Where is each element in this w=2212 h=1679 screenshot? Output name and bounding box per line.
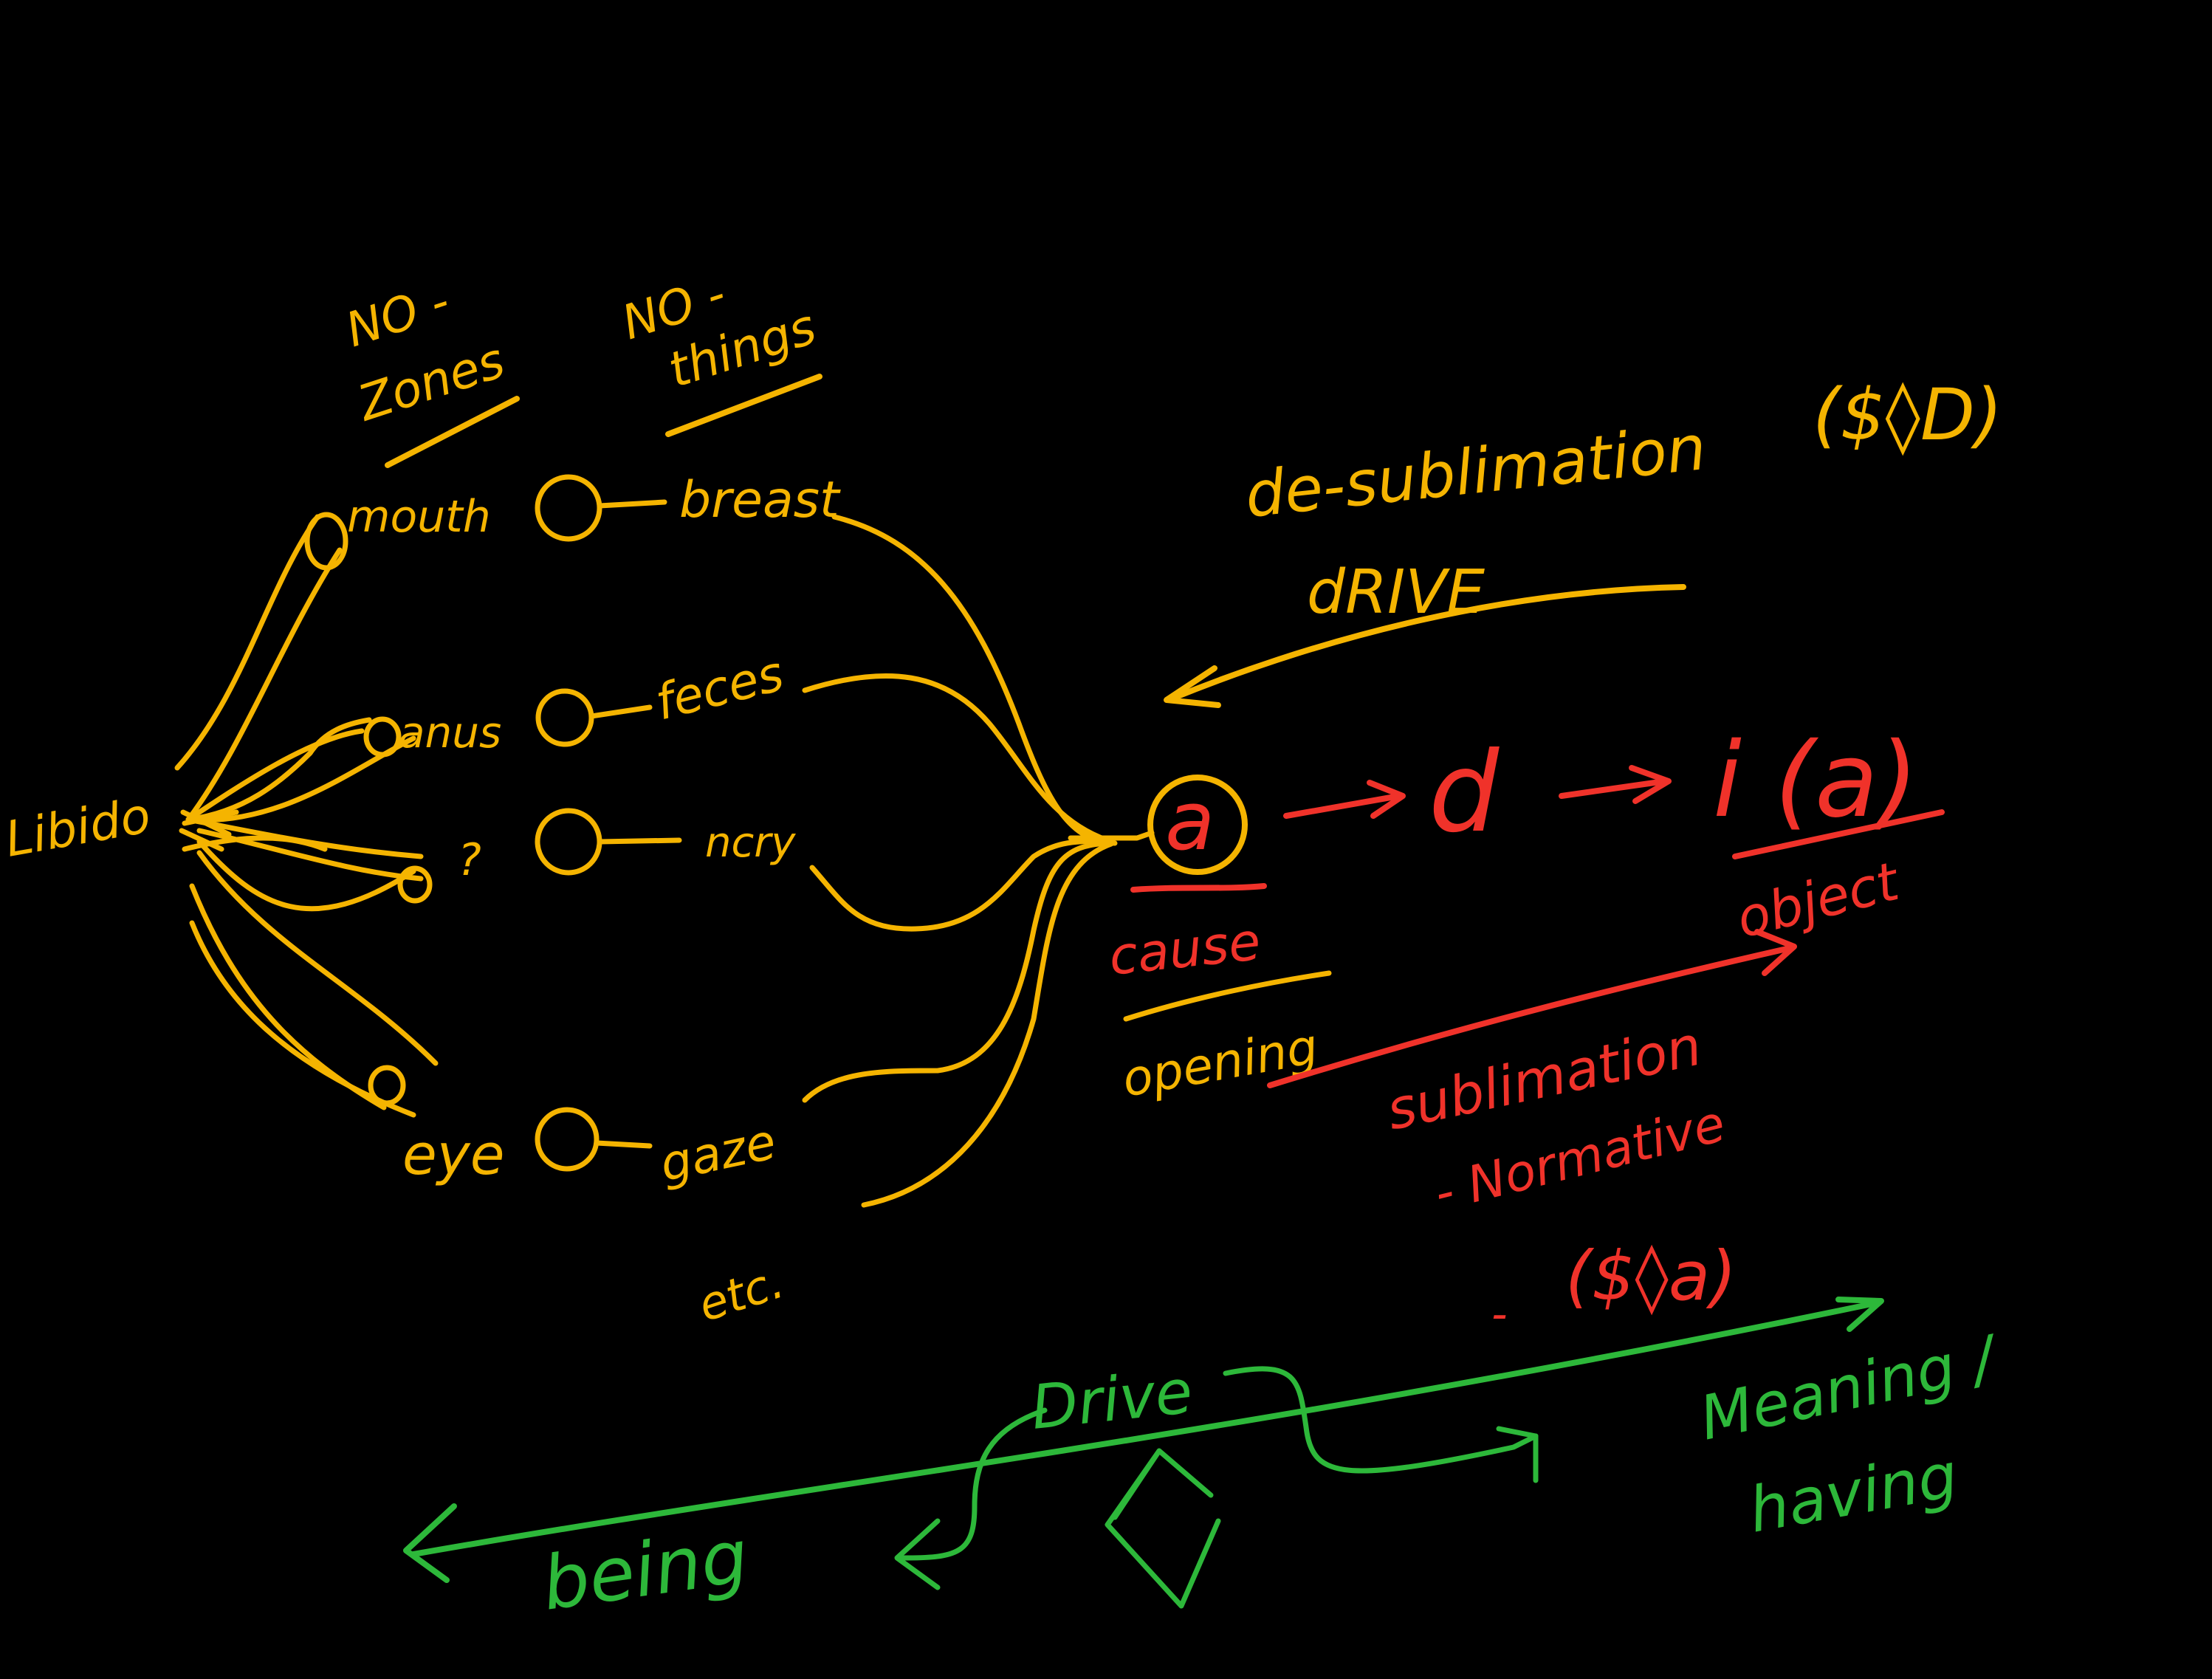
d-to-ia-arrow [1559,778,1668,799]
a-circle [1147,775,1248,875]
ia-label: i (a) [1713,721,1918,841]
ncry-label: ncry [705,819,796,867]
question-zone-circle [397,865,433,904]
red-layer: a cause d i (a) object sublimation - Nor… [1106,721,1945,1340]
etc-label: etc. [692,1254,790,1332]
question-hole-circle [535,808,602,876]
eye-connector [594,1140,653,1149]
d-label: d [1429,729,1500,857]
question-label: ? [458,834,481,886]
normative-dash: - [1491,1288,1508,1340]
object-strands [802,514,1155,1208]
gaze-label: gaze [655,1113,780,1193]
anus-hole-circle [535,688,594,747]
ia-underline [1732,809,1945,859]
green-layer: Drive being Meaning / having [403,1297,2005,1627]
drive-curve-right-arrowhead [1496,1426,1539,1483]
sublimation-arrowhead [1754,929,1797,976]
anus-connector [588,704,653,719]
a-to-d-arrowhead [1367,780,1406,819]
drive-curve-left [898,1407,1048,1561]
eye-zone-circle [368,1065,406,1106]
being-meaning-axis [411,1300,1878,1557]
drive-curve-right [1223,1366,1539,1474]
zones-header-no: NO - [340,274,456,358]
yellow-layer: NO - Zones NO - things Libido [1,267,2002,1332]
libido-label: Libido [1,787,154,868]
a-label: a [1165,774,1215,868]
drive-diamond [1105,1448,1221,1609]
desublimation-label: de-sublimation [1242,411,1709,532]
mouth-hole-circle [535,474,602,542]
drive-upper-label: dRIVE [1307,557,1485,628]
axis-left-arrowhead [403,1503,457,1583]
cause-label: cause [1106,911,1263,987]
eye-hole-circle [535,1107,600,1172]
drive-lower-label: Drive [1028,1357,1195,1443]
anus-zone-circle [363,716,402,758]
zones-underline [385,396,520,468]
axis-right-arrowhead [1835,1297,1884,1332]
having-label: having [1743,1439,1962,1547]
meaning-label: Meaning / [1694,1322,2005,1454]
sublimation-arrow [1267,946,1790,1088]
anus-label: anus [399,707,501,758]
libido-strands [174,514,439,1118]
desublimation-formula: ($◊D) [1813,374,2002,456]
drive-curve-left-arrowhead [894,1518,941,1590]
breast-label: breast [679,471,841,529]
drive-upper-arrow [1171,584,1686,701]
drive-upper-arrowhead [1164,665,1221,708]
opening-overline [1123,970,1332,1022]
mouth-zone-circle [304,512,348,571]
mouth-label: mouth [347,491,491,543]
d-to-ia-arrowhead [1629,765,1672,804]
things-underline [665,374,822,437]
mouth-connector [597,499,667,509]
eye-label: eye [402,1122,505,1187]
question-connector [597,837,682,845]
a-underline [1130,883,1267,893]
feces-label: feces [650,645,789,731]
a-to-d-arrow [1283,793,1402,819]
normative-formula: ($◊a) [1565,1237,1737,1316]
opening-label: opening [1118,1018,1322,1108]
